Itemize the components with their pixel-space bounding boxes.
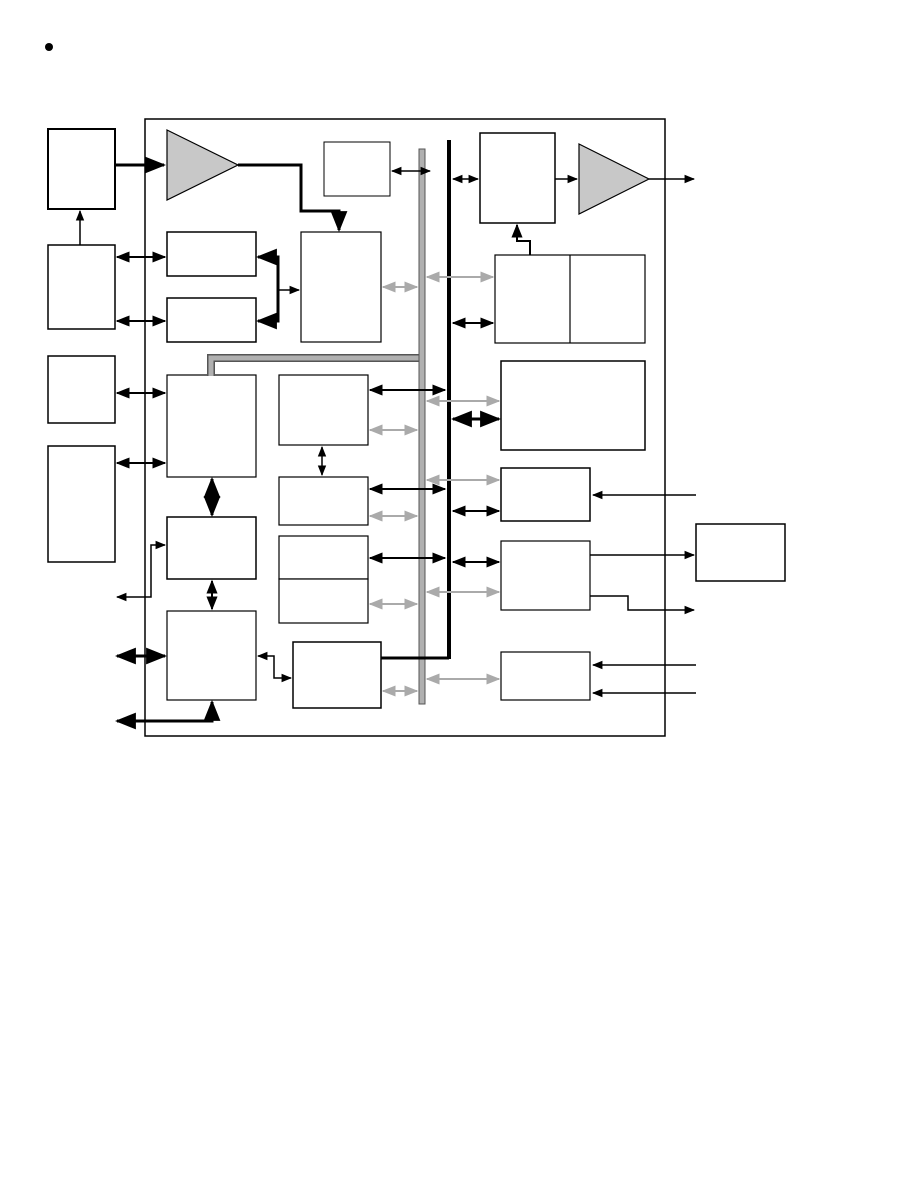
chip-outline <box>144 118 666 737</box>
external-box-4 <box>47 445 116 563</box>
block-left-2 <box>166 297 257 343</box>
block-center-3 <box>278 535 369 580</box>
conn-right-2-out <box>590 595 696 615</box>
block-left-4 <box>166 516 257 580</box>
conn-amp-to-center <box>238 163 348 233</box>
external-box-2 <box>47 244 116 330</box>
gray-bus-branch <box>207 354 422 376</box>
block-center-2 <box>278 476 369 526</box>
conn-bracket-left-blocks <box>255 248 280 330</box>
conn-left4-out <box>115 540 167 602</box>
block-left-5 <box>166 610 257 701</box>
gray-bus <box>418 148 426 705</box>
block-right-1 <box>500 467 591 522</box>
block-right-2 <box>500 540 591 611</box>
block-top-small <box>323 141 391 197</box>
block-right-3 <box>500 651 591 701</box>
gray-bus-branch-fill <box>208 355 422 376</box>
block-bottom-center <box>292 641 382 709</box>
block-left-3 <box>166 374 257 478</box>
external-box-3 <box>47 355 116 424</box>
block-center-1 <box>278 374 369 446</box>
amplifier-triangle-icon <box>166 129 240 201</box>
block-center-4 <box>278 578 369 624</box>
external-box-1 <box>47 128 116 210</box>
conn-split-to-right-top <box>511 223 531 255</box>
block-right-wide <box>500 360 646 451</box>
block-right-top <box>479 132 556 224</box>
conn-left5-bottom-center <box>256 651 293 683</box>
amplifier-triangle-icon <box>578 143 651 215</box>
block-left-1 <box>166 231 257 277</box>
block-center-tall <box>300 231 382 343</box>
bullet-dot-icon <box>45 43 53 51</box>
external-box-right <box>695 523 786 582</box>
conn-left5-bottom-out <box>114 699 221 730</box>
